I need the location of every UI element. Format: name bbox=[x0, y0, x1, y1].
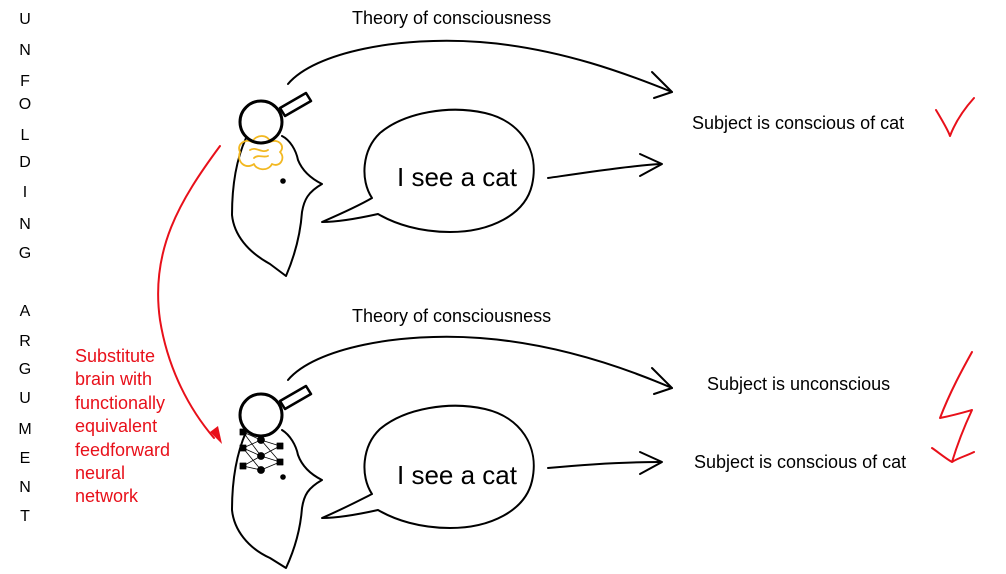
side-letter: L bbox=[20, 127, 30, 144]
substitution-arrowhead bbox=[210, 426, 222, 444]
side-letter: E bbox=[19, 450, 31, 467]
bottom-report-arrow bbox=[547, 461, 661, 469]
bottom-theory-arrowhead bbox=[651, 367, 673, 395]
side-letter: R bbox=[19, 333, 31, 350]
bottom-magnifier-icon bbox=[238, 384, 313, 438]
side-letter: U bbox=[19, 390, 31, 407]
top-speech-text: I see a cat bbox=[397, 162, 517, 192]
bottom-report-result-label: Subject is conscious of cat bbox=[694, 452, 907, 472]
top-brain-icon bbox=[238, 135, 284, 171]
neural-network-icon bbox=[239, 428, 284, 474]
bottom-theory-result-label: Subject is unconscious bbox=[707, 374, 891, 394]
substitution-note: Substitute brain with functionally equiv… bbox=[75, 346, 171, 507]
check-mark bbox=[935, 97, 975, 137]
top-speech-bubble bbox=[321, 108, 535, 233]
side-letter: I bbox=[22, 184, 28, 201]
bottom-theory-arrow bbox=[287, 335, 673, 389]
side-letter: F bbox=[20, 73, 30, 90]
side-letter: U bbox=[19, 11, 31, 28]
side-letter: G bbox=[18, 361, 32, 378]
top-theory-arrow bbox=[287, 39, 673, 93]
lightning-contradiction-mark bbox=[931, 351, 975, 463]
top-report-arrowhead bbox=[639, 153, 663, 177]
bottom-theory-label: Theory of consciousness bbox=[352, 306, 552, 326]
top-report-arrow bbox=[547, 163, 661, 179]
side-letter: N bbox=[19, 42, 31, 59]
top-result-label: Subject is conscious of cat bbox=[692, 113, 905, 133]
side-letter: G bbox=[18, 245, 32, 262]
top-head bbox=[231, 135, 323, 277]
bottom-speech-text: I see a cat bbox=[397, 460, 517, 490]
top-theory-label: Theory of consciousness bbox=[352, 8, 552, 28]
top-magnifier-icon bbox=[238, 91, 313, 145]
top-theory-arrowhead bbox=[651, 71, 673, 99]
side-letter: T bbox=[20, 508, 30, 525]
side-letter: N bbox=[19, 479, 31, 496]
substitution-arrow bbox=[157, 145, 221, 439]
side-letter: O bbox=[18, 96, 32, 113]
bottom-report-arrowhead bbox=[639, 451, 663, 475]
bottom-head bbox=[231, 429, 323, 569]
side-letter: M bbox=[18, 421, 32, 438]
side-letter: A bbox=[19, 303, 31, 320]
side-letter: N bbox=[19, 216, 31, 233]
side-letter: D bbox=[19, 154, 31, 171]
bottom-speech-bubble bbox=[321, 404, 535, 529]
